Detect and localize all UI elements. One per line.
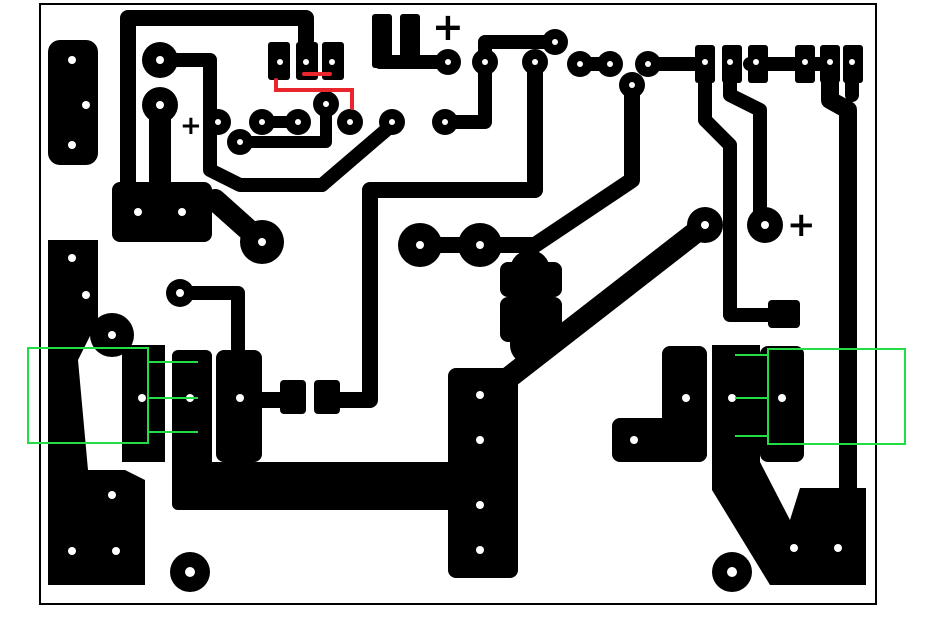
pour-bus-col	[448, 368, 518, 578]
pour-right-big	[712, 345, 866, 585]
pour-center-lower	[500, 297, 562, 342]
footprint-left	[27, 347, 149, 444]
trace-diag-right	[412, 77, 640, 253]
trace-right-col-c	[821, 53, 857, 509]
pour-bus-horiz	[172, 462, 517, 510]
board-outline	[39, 3, 877, 605]
trace-big-diag	[469, 214, 716, 411]
trace-top-chain-e	[438, 55, 492, 129]
plus-icon: +	[432, 5, 464, 49]
smd-pad	[372, 14, 392, 68]
pour-left-top	[48, 40, 98, 165]
footprint-right	[767, 348, 906, 445]
trace-left-pad	[153, 53, 399, 192]
trace-long-vert	[317, 54, 543, 408]
pour-pad-group-left	[112, 182, 212, 242]
trace-right-col-a	[698, 55, 792, 322]
red-marking	[274, 72, 354, 110]
smd-pad	[768, 300, 800, 328]
drill-holes	[68, 39, 855, 577]
smd-pad	[400, 14, 420, 68]
green-footprints	[27, 347, 906, 445]
copper-pours	[48, 40, 866, 585]
plus-icon: +	[180, 111, 202, 141]
smd-pad	[280, 380, 306, 414]
plus-icon: +	[787, 205, 816, 245]
smd-pad	[314, 380, 340, 414]
pour-center-upper	[500, 262, 562, 297]
pour-right-L-b	[612, 418, 707, 462]
pour-right-mid	[760, 346, 804, 462]
pour-mid-box	[216, 350, 262, 462]
trace-top-loop	[120, 10, 314, 223]
pour-bus-col-left	[172, 350, 212, 480]
pour-left-lower	[48, 240, 145, 585]
